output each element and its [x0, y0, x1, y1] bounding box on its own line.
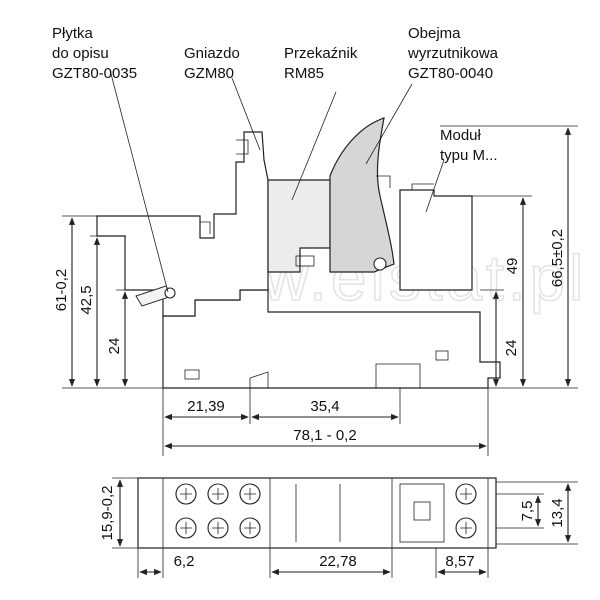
socket-top-notch [236, 139, 249, 155]
screw-terminal [207, 517, 229, 539]
ejector-clamp-gzt80-0040 [329, 117, 395, 273]
dim-8-57: 8,57 [445, 553, 474, 570]
dim-24-right: 24 [503, 340, 520, 357]
leader-ejector [365, 83, 413, 165]
ejector-label-line3: GZT80-0040 [408, 65, 493, 82]
dim-42-5: 42,5 [78, 285, 95, 314]
screw-terminal [455, 517, 477, 539]
screw-terminal [175, 483, 197, 505]
dim-24-left: 24 [106, 338, 123, 355]
dim-49: 49 [504, 258, 521, 275]
module-label-line2: typu M... [440, 147, 498, 164]
width-dimensions: 21,39 35,4 78,1 - 0,2 [162, 388, 489, 456]
ejector-label-line1: Obejma [408, 25, 461, 42]
base-clip-right [435, 350, 449, 361]
screw-terminals [175, 483, 477, 539]
screw-terminal [239, 483, 261, 505]
top-module-window [413, 501, 431, 521]
plate-label-line2: do opisu [52, 45, 109, 62]
dim-6-2: 6,2 [174, 553, 195, 570]
label-plate-screw [164, 287, 176, 299]
top-module-body [399, 483, 445, 543]
module-top-lip [411, 183, 434, 190]
screw-terminal [207, 483, 229, 505]
dim-21-39: 21,39 [187, 398, 225, 415]
callout-labels: Płytka do opisu GZT80-0035 Gniazdo GZM80… [52, 25, 499, 164]
ejector-clamp-screw [373, 257, 387, 271]
leader-socket [231, 77, 261, 151]
dim-61: 61-0,2 [53, 269, 70, 312]
leader-relay [291, 91, 337, 201]
ejector-latch [376, 175, 391, 188]
plate-label-line3: GZT80-0035 [52, 65, 137, 82]
top-view: 15,9-0,2 6,2 22,78 8,57 7,5 13,4 [99, 477, 578, 578]
din-hook-left [249, 371, 269, 388]
dim-78-1: 78,1 - 0,2 [293, 427, 356, 444]
din-hook-right [375, 363, 421, 388]
socket-inner-step [200, 221, 211, 234]
dim-13-4: 13,4 [549, 498, 566, 527]
dim-22-78: 22,78 [319, 553, 357, 570]
socket-label-line2: GZM80 [184, 65, 234, 82]
leader-plate [109, 69, 169, 293]
relay-pin [295, 255, 315, 267]
relay-label-line1: Przekaźnik [284, 45, 358, 62]
dim-66-5: 66,5±0,2 [549, 229, 566, 287]
relay-label-line2: RM85 [284, 65, 324, 82]
socket-label-line1: Gniazdo [184, 45, 240, 62]
module-label-line1: Moduł [440, 127, 482, 144]
ejector-label-line2: wyrzutnikowa [407, 45, 499, 62]
plate-label-line1: Płytka [52, 25, 94, 42]
dim-35-4: 35,4 [310, 398, 339, 415]
dim-7-5: 7,5 [519, 501, 536, 522]
base-clip-left [184, 369, 200, 380]
screw-terminal [239, 517, 261, 539]
screw-terminal [175, 517, 197, 539]
side-view [96, 117, 501, 389]
module-m [399, 189, 473, 291]
top-view-outline [137, 477, 497, 549]
right-height-dimensions: 66,5±0,2 49 24 [440, 125, 578, 389]
left-height-dimensions: 61-0,2 42,5 24 [53, 215, 166, 389]
leader-module [425, 159, 445, 213]
callout-leaders [109, 69, 445, 293]
dim-15-9: 15,9-0,2 [99, 485, 116, 540]
screw-terminal [455, 483, 477, 505]
socket-gzm80-body [96, 131, 269, 317]
